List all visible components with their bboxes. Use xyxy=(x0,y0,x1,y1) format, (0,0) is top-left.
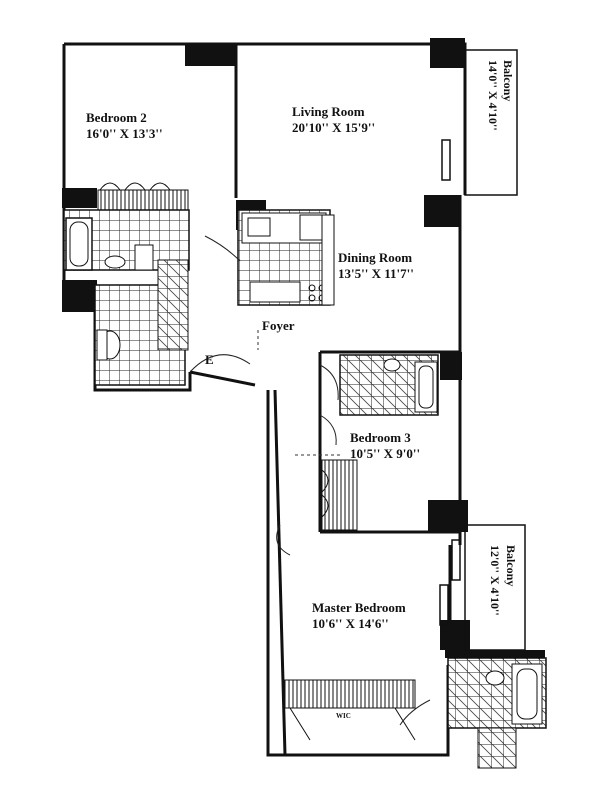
balcony-top-label: Balcony xyxy=(500,60,515,101)
dining-room-name: Dining Room xyxy=(338,250,413,265)
balcony-bottom-size-label: 12'0'' X 4'10'' xyxy=(487,545,502,616)
master-bath xyxy=(447,657,547,769)
bedroom2-closet xyxy=(97,182,189,211)
wall-columns xyxy=(62,38,545,658)
master-bedroom-name: Master Bedroom xyxy=(312,600,406,615)
master-closet xyxy=(284,679,416,741)
balcony-bottom-outline xyxy=(439,524,526,651)
dining-room-label: Dining Room 13'5'' X 11'7'' xyxy=(338,250,414,282)
balcony-top-name: Balcony xyxy=(501,60,515,102)
living-room-name: Living Room xyxy=(292,104,365,119)
dining-room-size: 13'5'' X 11'7'' xyxy=(338,266,414,281)
door-swings xyxy=(189,235,431,726)
master-bedroom-size: 10'6'' X 14'6'' xyxy=(312,616,389,631)
bedroom3-label: Bedroom 3 10'5'' X 9'0'' xyxy=(350,430,420,462)
balcony-top-size-label: 14'0'' X 4'10'' xyxy=(485,60,500,131)
kitchen xyxy=(237,209,335,306)
master-bedroom-label: Master Bedroom 10'6'' X 14'6'' xyxy=(312,600,406,632)
foyer-label: Foyer xyxy=(262,318,295,333)
bedroom2-name: Bedroom 2 xyxy=(86,110,147,125)
bedroom2-size: 16'0'' X 13'3'' xyxy=(86,126,163,141)
living-room-size: 20'10'' X 15'9'' xyxy=(292,120,376,135)
bedroom3-name: Bedroom 3 xyxy=(350,430,411,445)
hall-bath xyxy=(94,259,189,386)
living-room-label: Living Room 20'10'' X 15'9'' xyxy=(292,104,375,136)
balcony-top-size: 14'0'' X 4'10'' xyxy=(486,60,500,131)
dashed-lines xyxy=(257,330,340,456)
bedroom3-bath xyxy=(339,354,439,416)
entry-label: E xyxy=(205,352,214,367)
bedroom3-size: 10'5'' X 9'0'' xyxy=(350,446,421,461)
wic-label: WIC xyxy=(336,712,351,720)
bedroom2-label: Bedroom 2 16'0'' X 13'3'' xyxy=(86,110,163,142)
balcony-bottom-label: Balcony xyxy=(503,545,518,586)
bedroom3-closet xyxy=(321,459,358,531)
balcony-bottom-name: Balcony xyxy=(504,545,518,587)
balcony-top-outline xyxy=(441,49,518,196)
balcony-bottom-size: 12'0'' X 4'10'' xyxy=(488,545,502,616)
